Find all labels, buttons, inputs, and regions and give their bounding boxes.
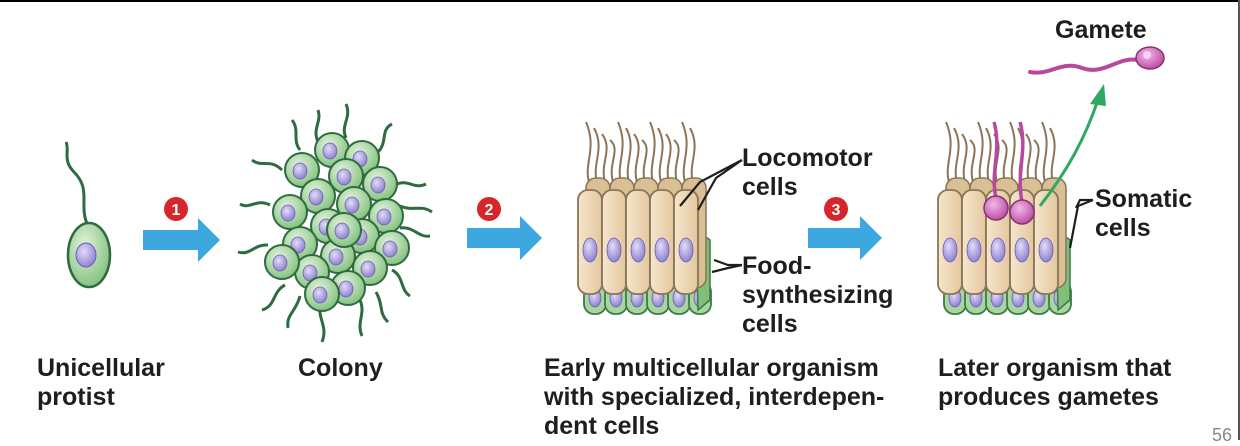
step-badge-2: 2 — [477, 197, 501, 221]
label-early-multicellular: Early multicellular organism with specia… — [544, 354, 885, 440]
page-number: 56 — [1211, 425, 1232, 445]
early-multicellular-organism — [577, 121, 712, 315]
flagella — [945, 121, 1056, 186]
colony — [237, 103, 433, 343]
step-badge-1: 1 — [164, 197, 188, 221]
label-locomotor-cells: Locomotor cells — [742, 144, 873, 201]
svg-text:2: 2 — [485, 202, 494, 219]
later-organism — [937, 121, 1072, 315]
step-badge-3: 3 — [824, 197, 848, 221]
label-food-synthesizing-cells: Food- synthesizing cells — [742, 252, 894, 338]
gamete-path-arrow — [1038, 84, 1106, 207]
label-somatic-cells: Somatic cells — [1095, 185, 1193, 242]
colony-cell — [362, 166, 398, 202]
right-border — [1238, 0, 1240, 440]
gamete — [1028, 46, 1165, 75]
colony-cell — [264, 244, 300, 280]
flagella — [585, 121, 696, 186]
colony-cell — [304, 276, 340, 312]
label-pointers — [679, 159, 1094, 274]
top-border — [0, 0, 1240, 2]
locomotor-cells — [577, 177, 707, 295]
step-arrow-3 — [808, 216, 882, 260]
label-gamete: Gamete — [1055, 16, 1147, 44]
label-later-organism: Later organism that produces gametes — [938, 354, 1172, 411]
unicellular-protist — [64, 141, 112, 289]
svg-text:3: 3 — [832, 202, 841, 219]
step-arrow-2 — [467, 216, 542, 260]
colony-cell — [272, 194, 308, 230]
label-unicellular-protist: Unicellular protist — [37, 354, 165, 411]
label-colony: Colony — [298, 354, 383, 382]
gamete-cells — [983, 121, 1035, 225]
colony-cell — [326, 212, 362, 248]
colony-cell — [284, 152, 320, 188]
svg-text:1: 1 — [172, 202, 181, 219]
step-arrow-1 — [143, 218, 220, 262]
